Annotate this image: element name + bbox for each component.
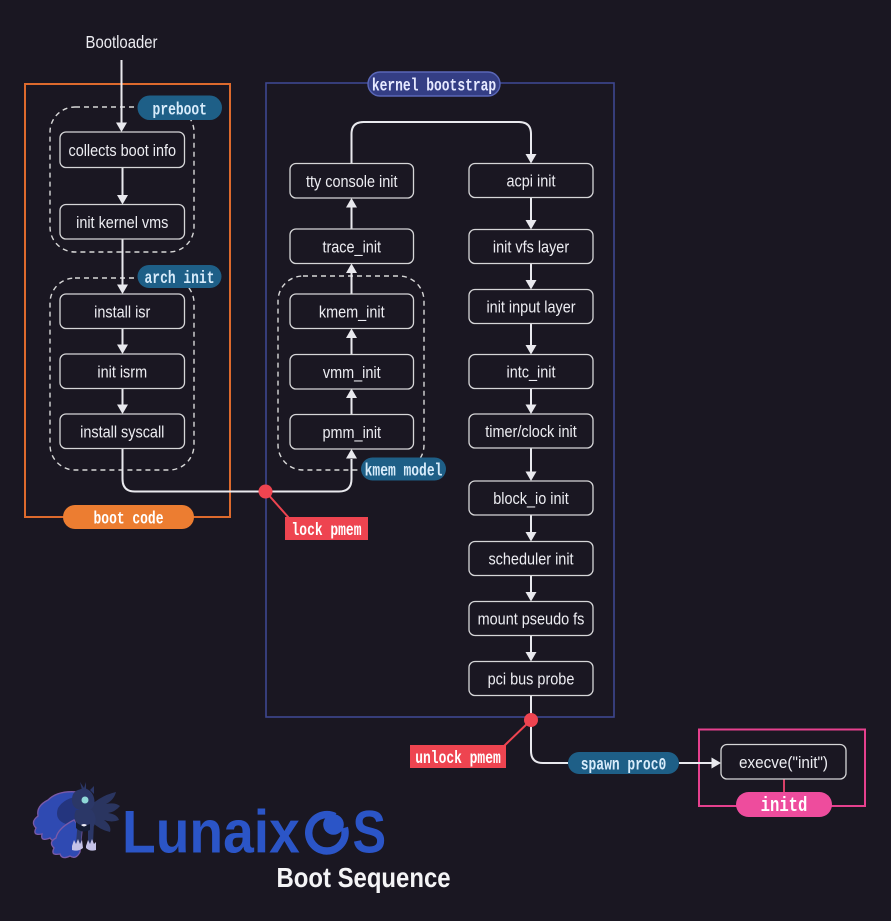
svg-text:S: S [353, 799, 387, 866]
svg-text:intc_init: intc_init [507, 363, 557, 381]
svg-text:collects boot info: collects boot info [68, 142, 176, 160]
svg-text:vmm_init: vmm_init [323, 364, 381, 382]
svg-text:kernel bootstrap: kernel bootstrap [372, 76, 496, 97]
svg-text:timer/clock init: timer/clock init [485, 423, 577, 441]
svg-text:trace_init: trace_init [322, 238, 381, 256]
svg-text:tty console init: tty console init [306, 173, 398, 191]
svg-text:install syscall: install syscall [80, 423, 164, 441]
svg-text:install isr: install isr [94, 303, 150, 321]
svg-text:mount pseudo fs: mount pseudo fs [478, 610, 585, 628]
svg-text:Boot Sequence: Boot Sequence [276, 864, 450, 894]
svg-text:execve("init"): execve("init") [739, 753, 828, 772]
svg-text:init vfs layer: init vfs layer [493, 238, 569, 256]
svg-text:kmem model: kmem model [365, 461, 443, 482]
svg-text:preboot: preboot [153, 99, 207, 120]
svg-text:Lunaix: Lunaix [122, 800, 300, 867]
svg-text:pmm_init: pmm_init [322, 424, 381, 442]
svg-text:initd: initd [761, 795, 808, 817]
svg-text:init isrm: init isrm [97, 363, 147, 381]
svg-text:lock pmem: lock pmem [292, 520, 362, 541]
svg-text:block_io init: block_io init [493, 490, 569, 508]
svg-text:Bootloader: Bootloader [86, 33, 158, 52]
svg-text:boot code: boot code [94, 509, 164, 530]
svg-text:init kernel vms: init kernel vms [76, 214, 168, 232]
svg-text:spawn proc0: spawn proc0 [581, 755, 666, 776]
svg-text:pci bus probe: pci bus probe [488, 670, 575, 688]
svg-text:unlock pmem: unlock pmem [415, 748, 500, 769]
svg-text:arch init: arch init [145, 268, 215, 289]
svg-text:acpi init: acpi init [507, 172, 557, 190]
svg-text:scheduler init: scheduler init [488, 550, 574, 568]
svg-text:init input layer: init input layer [486, 298, 575, 316]
svg-text:kmem_init: kmem_init [319, 303, 385, 321]
